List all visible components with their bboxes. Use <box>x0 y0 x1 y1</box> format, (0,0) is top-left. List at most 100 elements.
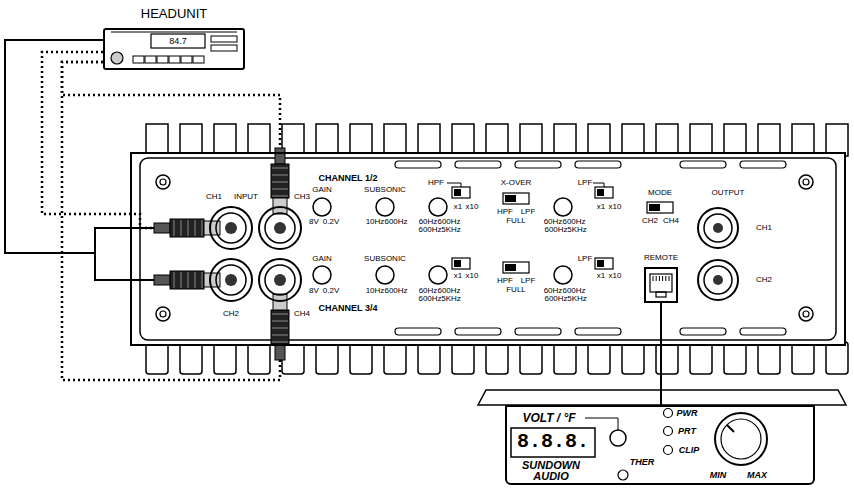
heatsink-fin <box>622 342 644 374</box>
control-label: CH2 <box>756 276 772 284</box>
control-label: MODE <box>648 189 672 197</box>
control-label: x10 <box>466 272 479 280</box>
control-label: GAIN <box>312 186 332 194</box>
heatsink-fin <box>316 342 338 374</box>
screw <box>160 311 166 317</box>
node-label: CLIP <box>679 446 700 455</box>
jack-pin <box>274 222 286 234</box>
control-label: 60Hz <box>544 287 563 295</box>
control-label: 60Hz <box>419 287 438 295</box>
remote-port: REMOTE <box>645 268 677 302</box>
faceplate <box>140 158 836 340</box>
node-label: PWR <box>677 409 698 418</box>
port-contact <box>662 276 663 281</box>
node-label: CH4 <box>294 310 310 318</box>
node-label: THER <box>630 458 655 467</box>
heatsink-fin <box>792 124 814 156</box>
node-shape <box>258 206 302 250</box>
plug-sleeve <box>273 294 287 310</box>
heatsink-fin <box>554 342 576 374</box>
heatsink-fin <box>486 342 508 374</box>
status-led <box>664 409 673 418</box>
control-label: FULL <box>506 286 526 294</box>
button <box>193 56 204 63</box>
plug-boot <box>275 344 285 360</box>
volume-knob <box>111 52 123 64</box>
node-shape <box>645 268 677 302</box>
amplifier-box: CHANNEL 1/2CHANNEL 3/4CH1CH3CH2CH4REMOTE <box>130 152 846 346</box>
heatsink-fin <box>384 342 406 374</box>
slide-switch <box>452 187 470 198</box>
control-label: 5KHz <box>441 226 461 234</box>
control-label: 600Hz <box>418 226 441 234</box>
input-jack: CH1 <box>209 206 253 250</box>
control-knob <box>313 198 331 216</box>
control-label: 8V <box>309 218 319 226</box>
control-label: HPF <box>497 277 513 285</box>
plug-rib <box>188 220 189 236</box>
plug-rib <box>174 272 175 288</box>
switch-slider <box>597 260 604 267</box>
jack-ring <box>210 259 252 301</box>
control-knob <box>554 266 572 284</box>
node-label: PRT <box>678 427 696 436</box>
output-jack <box>698 260 738 300</box>
plug-body <box>271 310 289 344</box>
control-label: x10 <box>609 203 622 211</box>
screw <box>803 179 809 185</box>
heatsink-fin <box>180 124 202 156</box>
control-label: x1 <box>454 272 462 280</box>
vent-slot <box>740 161 786 168</box>
screw <box>160 179 166 185</box>
heatsink-fin <box>486 124 508 156</box>
knob-marker <box>727 425 734 432</box>
vent-slot <box>395 161 441 168</box>
heatsink-fin <box>418 342 440 374</box>
switch-slider <box>649 204 660 211</box>
plug-rib <box>272 196 288 197</box>
heatsink-fin <box>588 124 610 156</box>
led-display <box>511 428 595 457</box>
control-label: 600Hz <box>544 295 567 303</box>
control-label: 10Hz <box>366 287 385 295</box>
heatsink-fin <box>146 124 168 156</box>
port-contact <box>656 276 657 281</box>
plug-body <box>271 164 289 198</box>
control-label: 600Hz <box>437 218 460 226</box>
output-jack <box>698 208 738 248</box>
heatsink-fin <box>180 342 202 374</box>
vent-slot <box>680 328 726 335</box>
vent-slot <box>515 161 561 168</box>
output-jack <box>713 275 723 285</box>
jack-ring <box>259 259 301 301</box>
heatsink-fin <box>690 342 712 374</box>
heatsink-fin <box>350 342 372 374</box>
heatsink-fin <box>758 342 780 374</box>
switch-slider <box>597 189 604 196</box>
jack-pin <box>225 274 237 286</box>
slide-switch <box>452 258 470 269</box>
headunit-box: HEADUNIT84.7 <box>103 28 245 70</box>
plug-boot <box>154 275 170 285</box>
heatsink-fin <box>248 342 270 374</box>
plug-rib <box>272 342 288 343</box>
port-socket <box>650 274 672 292</box>
button <box>181 56 192 63</box>
control-label: x10 <box>609 272 622 280</box>
display <box>151 34 205 48</box>
control-label: X-OVER <box>501 179 532 187</box>
node-label: CHANNEL 3/4 <box>319 304 378 313</box>
port-contact <box>653 276 654 281</box>
node-label: SUNDOWN AUDIO <box>515 460 587 482</box>
status-led <box>664 427 673 436</box>
control-label: 600Hz <box>384 218 407 226</box>
node-label: VOLT / °F <box>522 412 575 424</box>
plug-rib <box>195 272 196 288</box>
control-label: 600Hz <box>384 287 407 295</box>
button <box>169 56 180 63</box>
plug-rib <box>181 220 182 236</box>
plug-rib <box>174 220 175 236</box>
control-label: 0.2V <box>323 218 339 226</box>
status-led <box>618 470 628 480</box>
control-knob <box>376 266 394 284</box>
